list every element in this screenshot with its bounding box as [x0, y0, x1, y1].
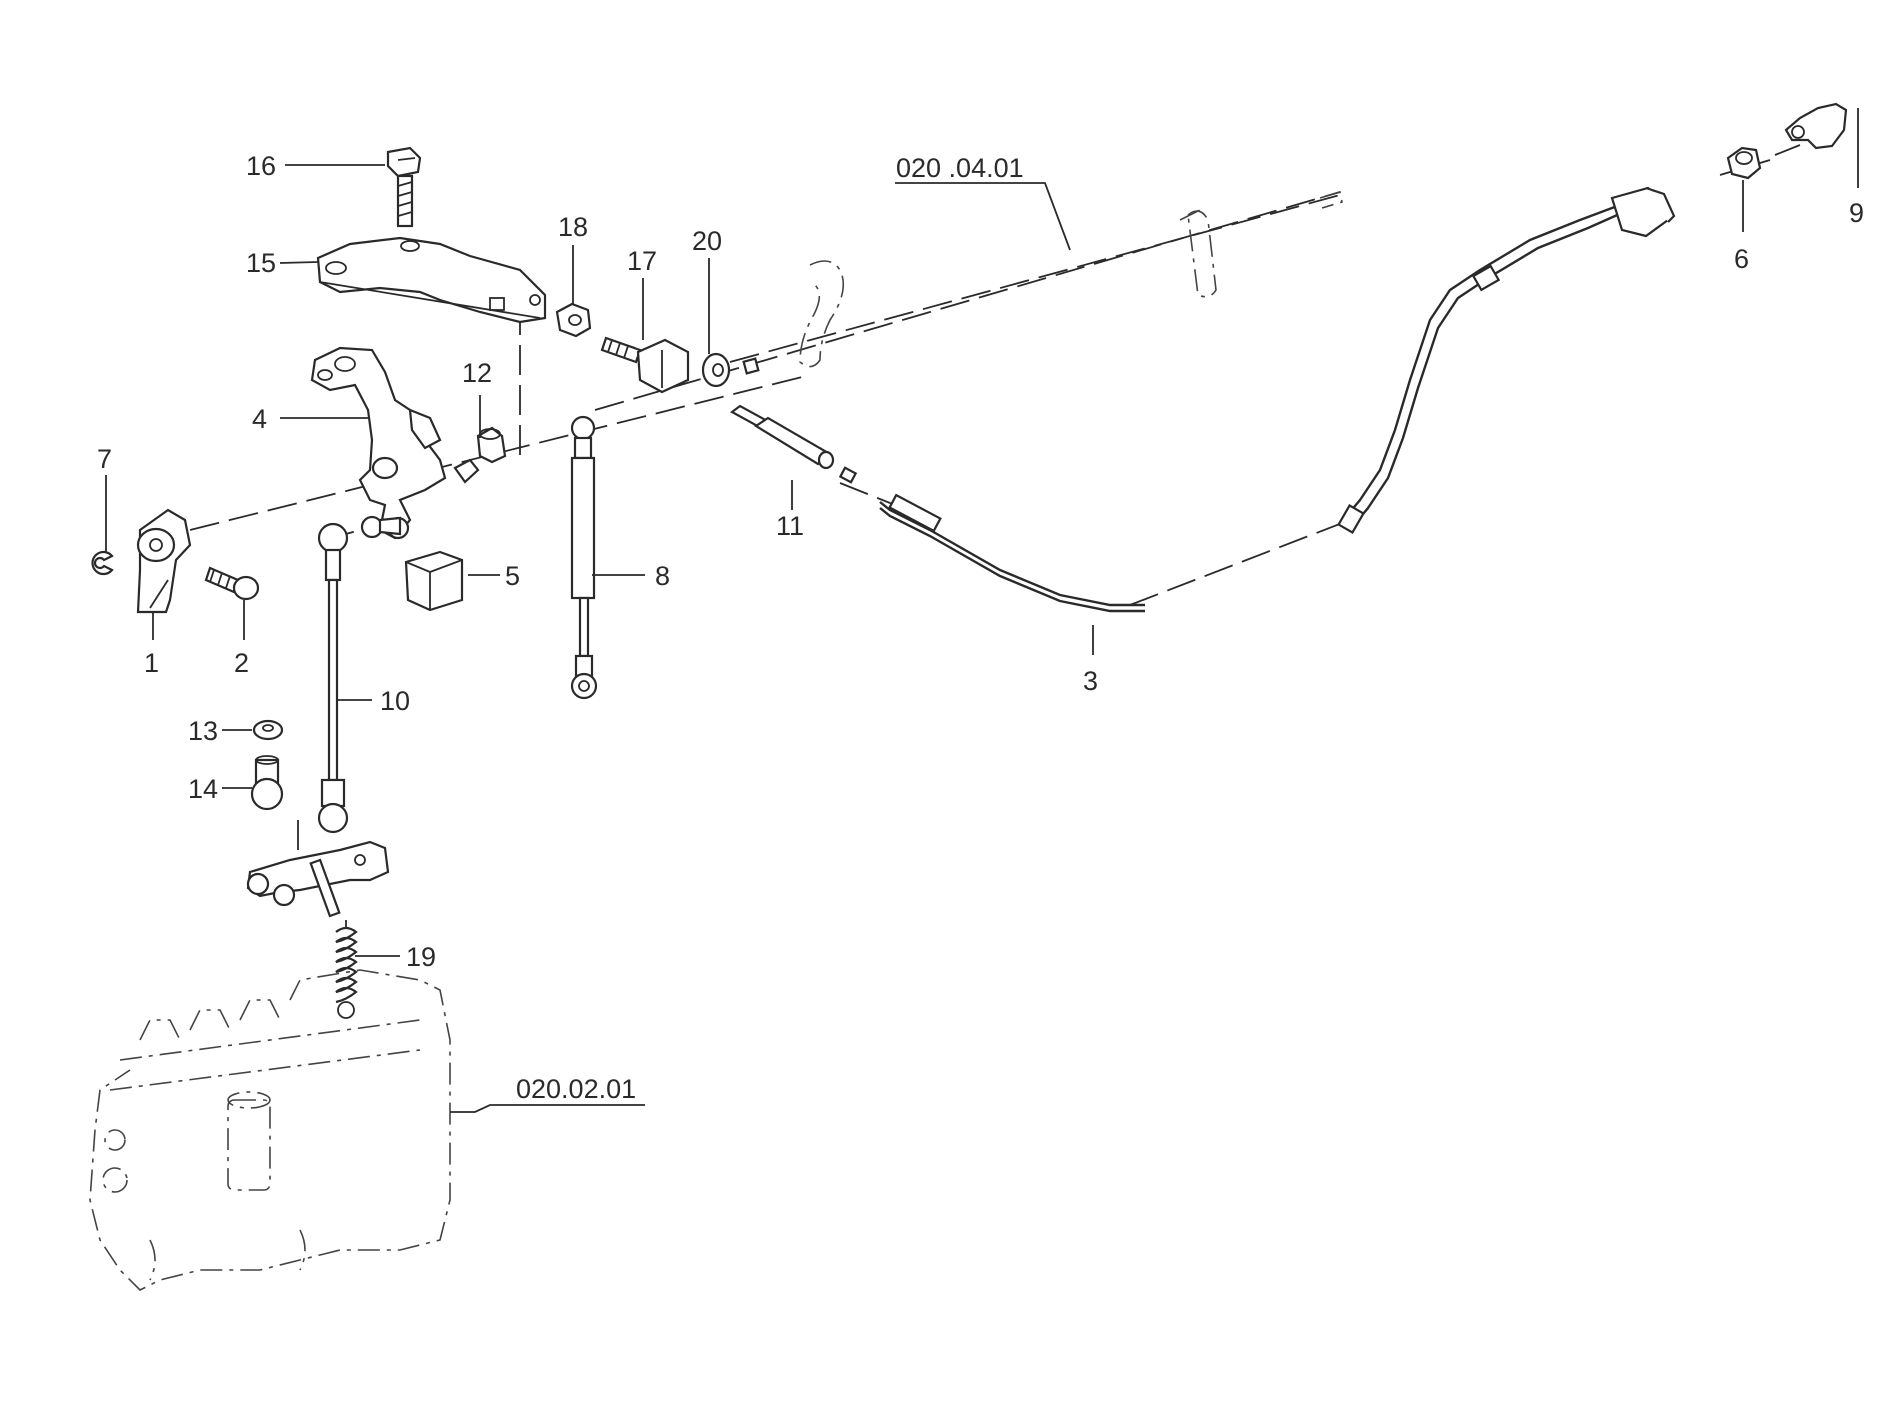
callout-18: 18	[558, 212, 588, 242]
part-6-grommet	[1726, 146, 1762, 180]
leader-lines	[105, 108, 1859, 1113]
callout-8: 8	[655, 561, 670, 591]
part-16-bolt	[386, 146, 422, 228]
callout-6: 6	[1734, 244, 1749, 274]
part-1-lever-arm	[136, 508, 192, 614]
callout-19: 19	[406, 942, 436, 972]
callout-12: 12	[462, 358, 492, 388]
reference-020-04-01: 020 .04.01	[896, 153, 1024, 183]
callout-labels: 16 15 4 12 18 17 20 7 1 2 5 8 10 13 14 1…	[97, 151, 1864, 972]
callout-7: 7	[97, 444, 112, 474]
callout-16: 16	[246, 151, 276, 181]
callout-13: 13	[188, 716, 218, 746]
part-14-ball-stud	[250, 755, 284, 811]
callout-5: 5	[505, 561, 520, 591]
reference-shaft	[1319, 190, 1343, 209]
callout-3: 3	[1083, 666, 1098, 696]
part-19-spring	[335, 920, 358, 1019]
reference-labels: 020 .04.01 020.02.01	[516, 153, 1024, 1104]
callout-11: 11	[776, 511, 804, 541]
pump-lever-assembly	[246, 840, 390, 918]
part-3-throttle-cable	[879, 186, 1676, 613]
part-9-clip	[1784, 102, 1848, 150]
part-12-bushing	[476, 426, 507, 464]
callout-17: 17	[627, 246, 657, 276]
callout-20: 20	[692, 226, 722, 256]
callout-9: 9	[1849, 198, 1864, 228]
ball-joint	[360, 515, 402, 539]
small-pin	[742, 357, 760, 375]
callout-2: 2	[234, 648, 249, 678]
callout-10: 10	[380, 686, 410, 716]
part-17-threaded-rod	[600, 336, 690, 394]
callout-14: 14	[188, 774, 218, 804]
part-15-bracket	[316, 236, 547, 324]
callout-15: 15	[246, 248, 276, 278]
part-5-rubber-block	[404, 550, 464, 612]
part-2-screw	[204, 566, 260, 601]
part-10-rod	[317, 522, 349, 834]
part-8-gas-spring	[570, 415, 598, 700]
part-13-nut	[252, 719, 284, 741]
callout-4: 4	[252, 404, 267, 434]
injection-pump-sketch	[89, 969, 451, 1291]
part-18-nut	[555, 302, 592, 338]
part-20-washer	[701, 352, 731, 388]
part-4-lever	[310, 346, 480, 540]
reference-sketch-lever	[799, 209, 1217, 368]
callout-1: 1	[144, 648, 159, 678]
part-7-circlip	[91, 550, 114, 576]
part-11-cable-sleeve	[729, 404, 858, 484]
reference-020-02-01: 020.02.01	[516, 1074, 636, 1104]
